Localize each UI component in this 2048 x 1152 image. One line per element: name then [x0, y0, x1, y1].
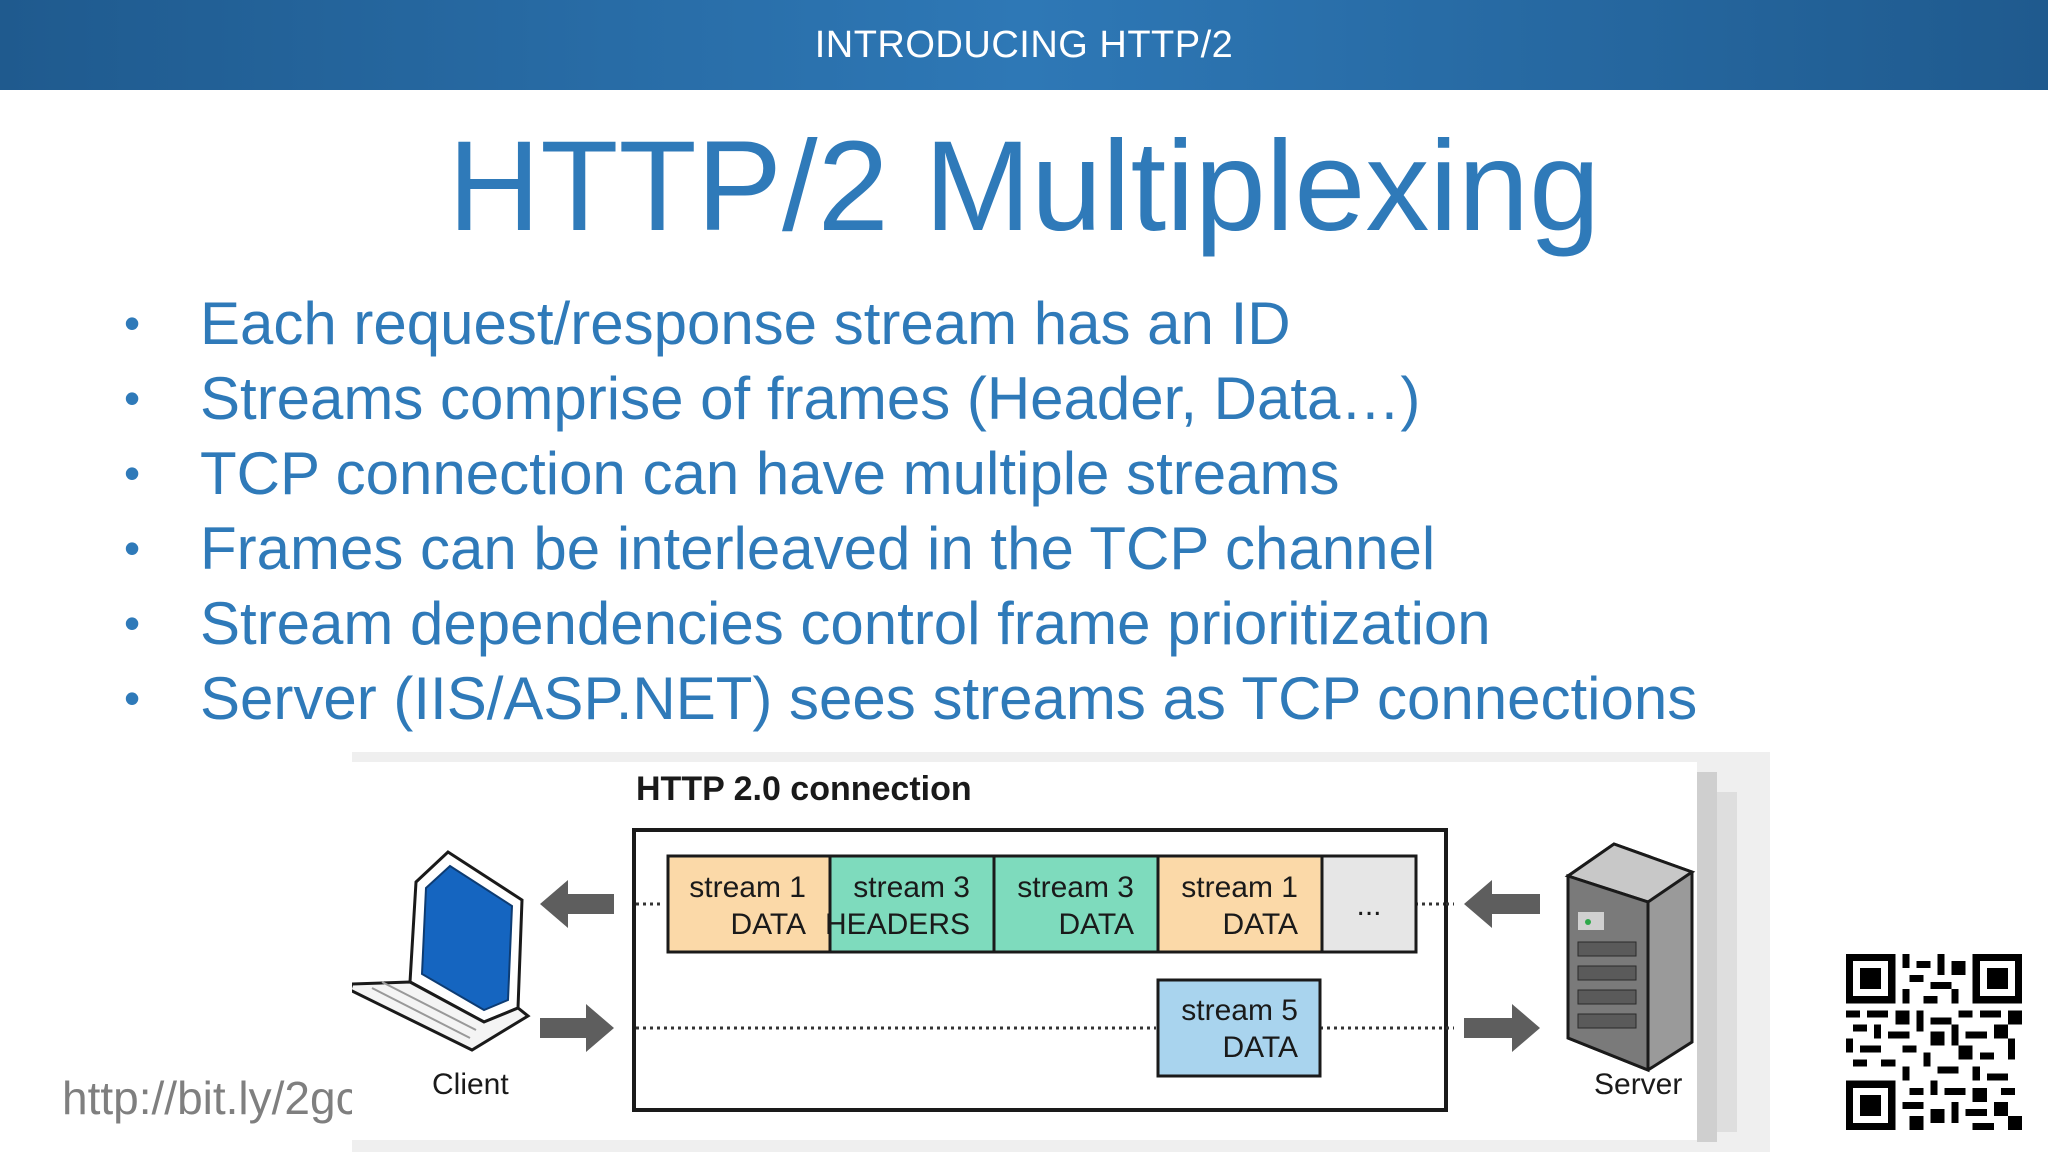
bullet-item: Frames can be interleaved in the TCP cha…: [120, 511, 1697, 586]
frame-cell: stream 3 HEADERS: [825, 854, 996, 954]
section-title: INTRODUCING HTTP/2: [814, 23, 1234, 66]
frame-label: DATA: [1222, 908, 1298, 941]
diagram-title: HTTP 2.0 connection: [636, 770, 972, 808]
bullet-list: Each request/response stream has an ID S…: [120, 286, 1697, 736]
arrow-right-icon: [540, 1004, 614, 1052]
header-bar: INTRODUCING HTTP/2: [0, 0, 2048, 90]
frame-cell: stream 3 DATA: [992, 854, 1160, 954]
diagram-canvas: HTTP 2.0 connection stream 1 DATA stream…: [352, 762, 1737, 1142]
frame-label: DATA: [1058, 908, 1134, 941]
frame-cell: stream 5 DATA: [1156, 978, 1322, 1078]
frame-label: stream 5: [1181, 994, 1298, 1027]
arrow-right-icon: [1464, 1004, 1540, 1052]
slide-title: HTTP/2 Multiplexing: [447, 115, 1601, 258]
frame-label: HEADERS: [825, 908, 970, 941]
server-label: Server: [1594, 1068, 1682, 1101]
client-label: Client: [432, 1068, 509, 1101]
frame-label: DATA: [1222, 1031, 1298, 1064]
bullet-item: TCP connection can have multiple streams: [120, 436, 1697, 511]
frame-cell: stream 1 DATA: [1156, 854, 1324, 954]
frame-label: DATA: [730, 908, 806, 941]
frame-cell: ...: [1320, 854, 1418, 954]
bullet-item: Stream dependencies control frame priori…: [120, 586, 1697, 661]
qr-code-icon: [1846, 954, 2022, 1130]
short-url[interactable]: http://bit.ly/2gc: [62, 1072, 352, 1124]
laptop-icon: [352, 850, 531, 1052]
frame-label: stream 3: [853, 871, 970, 904]
frame-label: stream 1: [689, 871, 806, 904]
frame-label: stream 1: [1181, 871, 1298, 904]
frame-cell: stream 1 DATA: [666, 854, 832, 954]
connection-diagram: HTTP 2.0 connection stream 1 DATA stream…: [352, 752, 1770, 1152]
frame-label: stream 3: [1017, 871, 1134, 904]
bullet-item: Streams comprise of frames (Header, Data…: [120, 361, 1697, 436]
server-icon: [1564, 842, 1696, 1073]
bullet-item: Each request/response stream has an ID: [120, 286, 1697, 361]
arrow-left-icon: [1464, 880, 1540, 928]
arrow-left-icon: [540, 880, 614, 928]
bullet-item: Server (IIS/ASP.NET) sees streams as TCP…: [120, 661, 1697, 736]
frame-label: ...: [1356, 889, 1381, 922]
